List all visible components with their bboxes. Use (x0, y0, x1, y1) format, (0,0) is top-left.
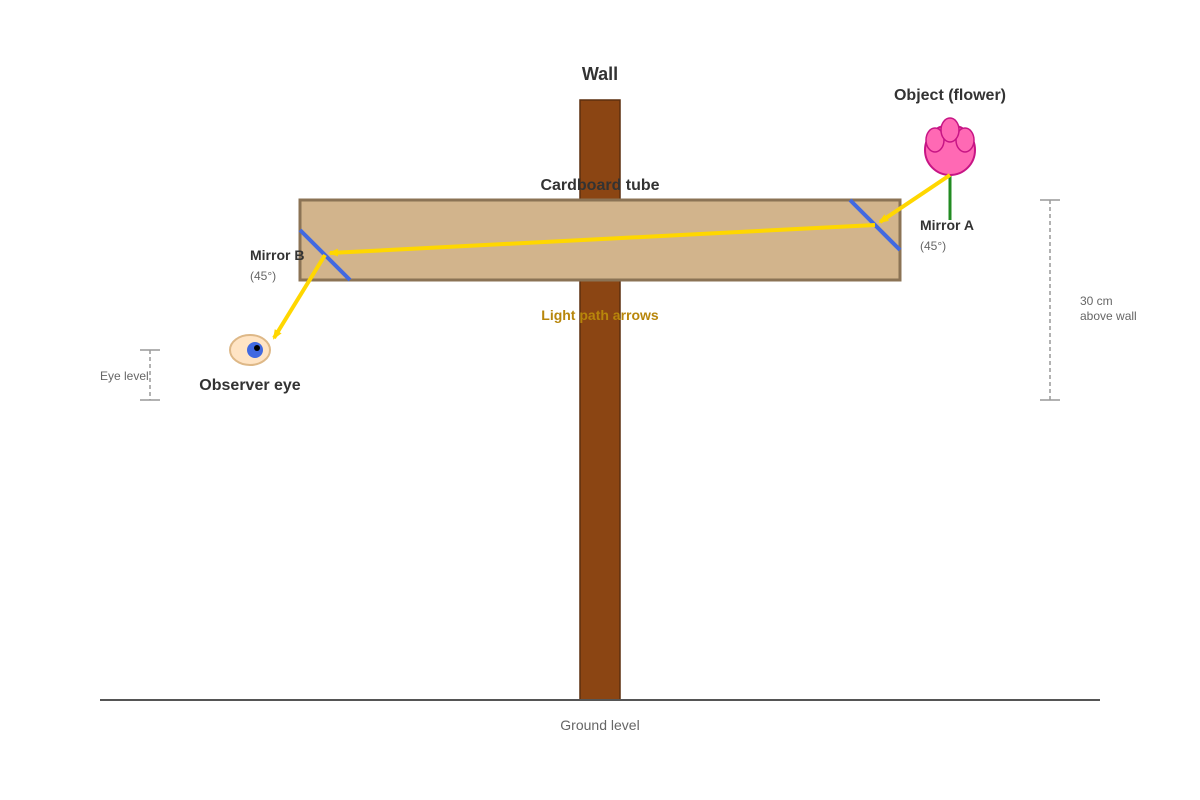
ground-label: Ground level (560, 717, 639, 733)
tube-label: Cardboard tube (540, 177, 659, 194)
observer-label: Observer eye (199, 377, 301, 394)
height-label-line1: 30 cm (1080, 294, 1113, 308)
height-bracket (1040, 199, 1060, 401)
mirror-b (298, 228, 352, 282)
mirror-b-angle: (45°) (250, 269, 276, 283)
mirror-b-label: Mirror B (250, 247, 304, 263)
object-label: Object (flower) (894, 87, 1006, 104)
flower-icon (924, 117, 976, 176)
height-label-line2: above wall (1080, 309, 1137, 323)
light-path-label: Light path arrows (541, 307, 659, 323)
light-ray-mirror-b-to-eye (272, 253, 327, 340)
mirror-a-angle: (45°) (920, 239, 946, 253)
light-ray-mirror-a-to-mirror-b (328, 223, 876, 257)
light-ray-object-to-mirror-a (878, 173, 952, 224)
wall-label: Wall (582, 64, 618, 84)
mirror-a-label: Mirror A (920, 217, 974, 233)
eye-level-bracket (140, 349, 160, 401)
eye-icon (229, 334, 271, 366)
eye-level-label: Eye level (100, 369, 149, 383)
